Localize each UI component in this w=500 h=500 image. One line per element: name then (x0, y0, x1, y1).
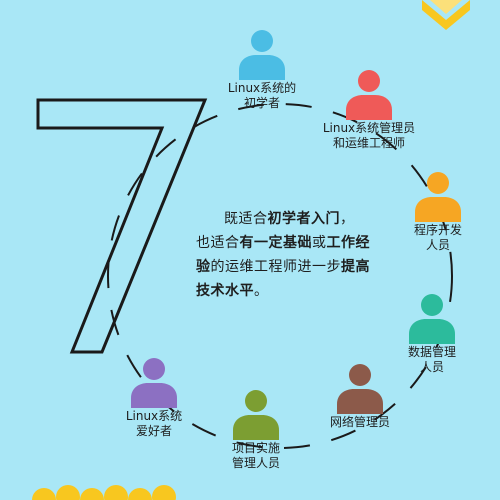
number-seven-outline (36, 98, 208, 354)
description-line: 也适合有一定基础或工作经 (196, 235, 370, 251)
audience-node-beginner: Linux系统的初学者 (202, 28, 322, 111)
audience-node-enthusiast: Linux系统爱好者 (94, 356, 214, 439)
audience-label: 网络管理员 (329, 415, 390, 429)
audience-node-dba: 数据管理人员 (372, 292, 492, 375)
audience-label: 程序开发人员 (413, 223, 462, 252)
person-icon (415, 172, 461, 222)
audience-label: Linux系统的初学者 (227, 81, 297, 110)
audience-node-developer: 程序开发人员 (378, 170, 498, 253)
audience-label: 数据管理人员 (407, 345, 456, 374)
person-icon (233, 390, 279, 440)
center-description: 既适合初学者入门， 也适合有一定基础或工作经 验的运维工程师进一步提高 技术水平… (196, 207, 371, 303)
audience-label: Linux系统管理员和运维工程师 (322, 121, 416, 150)
person-icon (131, 358, 177, 408)
description-line: 验的运维工程师进一步提高 (196, 259, 370, 275)
person-icon (409, 294, 455, 344)
audience-label: 项目实施管理人员 (231, 441, 280, 470)
description-line: 技术水平。 (196, 283, 269, 299)
person-icon (337, 364, 383, 414)
audience-node-network: 网络管理员 (300, 362, 420, 430)
person-icon (239, 30, 285, 80)
audience-node-sysadmin: Linux系统管理员和运维工程师 (309, 68, 429, 151)
person-icon (346, 70, 392, 120)
chevron-decoration-icon (422, 0, 470, 30)
connecting-circle (107, 103, 453, 449)
wave-decoration-icon (32, 485, 176, 500)
audience-node-project: 项目实施管理人员 (196, 388, 316, 471)
description-line: 既适合初学者入门， (224, 211, 355, 227)
audience-label: Linux系统爱好者 (125, 409, 183, 438)
